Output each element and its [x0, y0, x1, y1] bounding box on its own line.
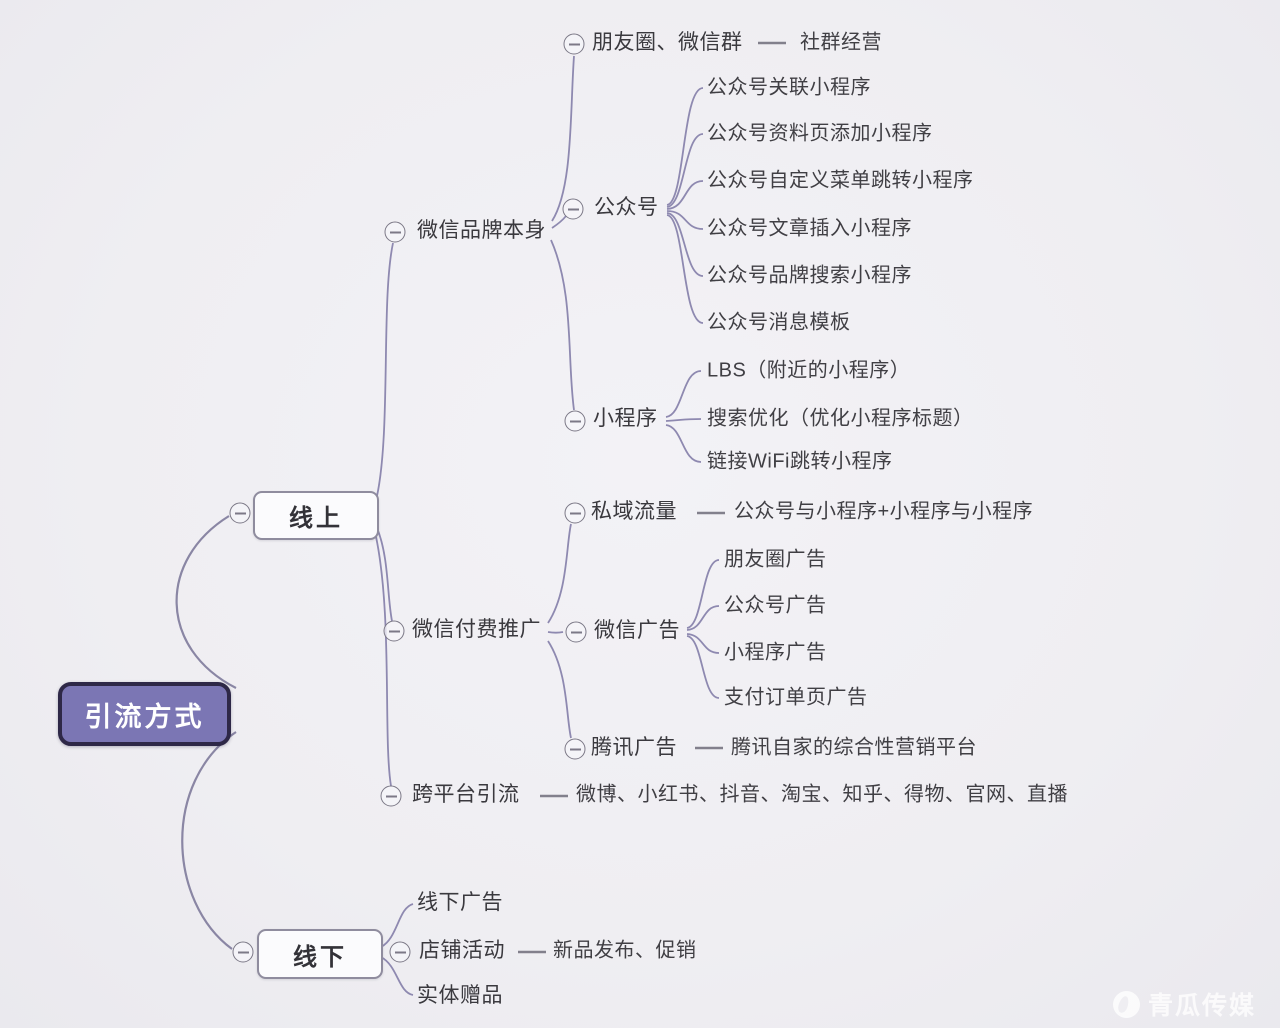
collapse-icon-offline-right[interactable] — [389, 941, 411, 963]
watermark-logo-icon — [1113, 990, 1140, 1018]
minus-glyph — [389, 231, 401, 233]
node-physical-gifts[interactable]: 实体赠品 — [417, 983, 503, 1007]
note-community-ops[interactable]: 社群经营 — [800, 31, 882, 54]
collapse-icon-tencent-ads[interactable] — [564, 738, 586, 760]
node-mini-program[interactable]: 小程序 — [593, 406, 658, 430]
minus-glyph — [570, 631, 582, 633]
note-store-activity[interactable]: 新品发布、促销 — [553, 939, 697, 962]
root-node[interactable]: 引流方式 — [58, 682, 231, 746]
node-mp-wifi[interactable]: 链接WiFi跳转小程序 — [707, 450, 893, 473]
minus-glyph — [569, 748, 581, 750]
minus-glyph — [388, 630, 400, 632]
note-private-traffic[interactable]: 公众号与小程序+小程序与小程序 — [734, 500, 1034, 523]
watermark: 青瓜传媒 — [1113, 986, 1256, 1022]
minus-glyph — [569, 420, 581, 422]
minus-glyph — [567, 208, 579, 210]
node-ads-payment-page[interactable]: 支付订单页广告 — [724, 686, 868, 709]
collapse-icon-mini-program[interactable] — [564, 410, 586, 432]
node-oa-article-miniprogram[interactable]: 公众号文章插入小程序 — [707, 217, 912, 240]
node-mp-seo[interactable]: 搜索优化（优化小程序标题） — [707, 407, 974, 430]
node-offline-ads[interactable]: 线下广告 — [417, 890, 503, 914]
collapse-icon-private-traffic[interactable] — [564, 502, 586, 524]
collapse-icon-wechat-brand[interactable] — [384, 221, 406, 243]
node-ads-mini-program[interactable]: 小程序广告 — [724, 641, 827, 664]
collapse-icon-cross-platform[interactable] — [380, 785, 402, 807]
node-wechat-brand[interactable]: 微信品牌本身 — [417, 218, 546, 242]
note-cross-platform[interactable]: 微博、小红书、抖音、淘宝、知乎、得物、官网、直播 — [576, 783, 1068, 806]
minus-glyph — [568, 43, 580, 45]
collapse-icon-official-account[interactable] — [562, 198, 584, 220]
node-offline[interactable]: 线下 — [257, 929, 383, 979]
collapse-icon-offline-left[interactable] — [232, 941, 254, 963]
note-dash-lines — [518, 41, 786, 954]
minus-glyph — [569, 512, 581, 514]
note-tencent-ads[interactable]: 腾讯自家的综合性营销平台 — [731, 736, 977, 759]
collapse-icon-online[interactable] — [229, 502, 251, 524]
node-official-account[interactable]: 公众号 — [594, 195, 659, 219]
node-wechat-ads[interactable]: 微信广告 — [594, 618, 680, 642]
node-wechat-paid[interactable]: 微信付费推广 — [412, 617, 541, 641]
node-mp-lbs[interactable]: LBS（附近的小程序） — [707, 359, 911, 382]
node-oa-link-miniprogram[interactable]: 公众号关联小程序 — [707, 76, 871, 99]
node-ads-moments[interactable]: 朋友圈广告 — [724, 548, 827, 571]
node-cross-platform[interactable]: 跨平台引流 — [412, 782, 520, 806]
node-oa-menu-miniprogram[interactable]: 公众号自定义菜单跳转小程序 — [707, 169, 974, 192]
collapse-icon-wechat-ads[interactable] — [565, 621, 587, 643]
minus-glyph — [237, 951, 249, 953]
node-private-traffic[interactable]: 私域流量 — [591, 499, 677, 523]
root-branch-lines — [175, 515, 237, 950]
node-oa-profile-miniprogram[interactable]: 公众号资料页添加小程序 — [707, 122, 933, 145]
minus-glyph — [234, 512, 246, 514]
node-online[interactable]: 线上 — [253, 491, 379, 540]
node-ads-official-account[interactable]: 公众号广告 — [724, 594, 827, 617]
collapse-icon-wechat-paid[interactable] — [383, 620, 405, 642]
node-oa-brand-search[interactable]: 公众号品牌搜索小程序 — [707, 264, 912, 287]
node-moments-groups[interactable]: 朋友圈、微信群 — [592, 30, 743, 54]
watermark-text: 青瓜传媒 — [1148, 992, 1257, 1020]
node-oa-message-template[interactable]: 公众号消息模板 — [707, 311, 851, 334]
minus-glyph — [394, 951, 406, 953]
collapse-icon-moments[interactable] — [563, 33, 585, 55]
branch-lines — [374, 55, 720, 996]
node-store-activity[interactable]: 店铺活动 — [419, 938, 505, 962]
node-tencent-ads[interactable]: 腾讯广告 — [591, 735, 677, 759]
minus-glyph — [385, 795, 397, 797]
